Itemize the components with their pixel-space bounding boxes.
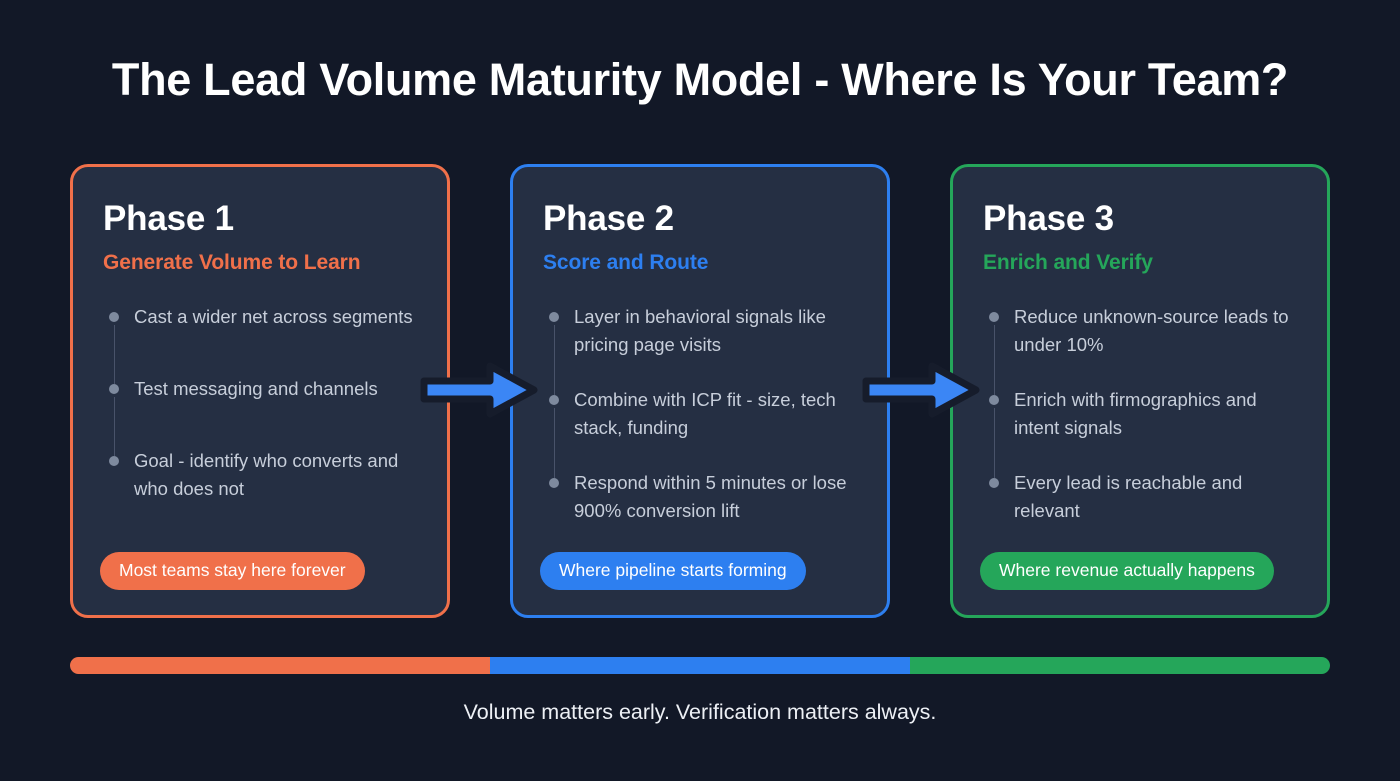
list-item: Respond within 5 minutes or lose 900% co… [543, 469, 857, 525]
list-item: Goal - identify who converts and who doe… [103, 447, 417, 503]
bullet-connector-line [113, 324, 115, 384]
footer-tagline: Volume matters early. Verification matte… [463, 700, 937, 724]
phase-1-status-badge: Most teams stay here forever [100, 552, 365, 590]
bullet-text: Every lead is reachable and relevant [1014, 471, 1243, 521]
bullet-dot-icon [989, 394, 999, 405]
phase-progress-bar [70, 657, 1330, 674]
phase-card-2: Phase 2 Score and Route Layer in behavio… [510, 164, 890, 618]
phase-2-name: Phase 2 [543, 199, 674, 238]
bullet-connector-line [553, 407, 555, 478]
phase-1-bullet-list: Cast a wider net across segments Test me… [103, 303, 417, 503]
bullet-dot-icon [549, 394, 559, 405]
phase-2-bullet-list: Layer in behavioral signals like pricing… [543, 303, 857, 525]
bullet-text: Test messaging and channels [134, 377, 378, 399]
bullet-text: Goal - identify who converts and who doe… [134, 449, 399, 499]
list-item: Reduce unknown-source leads to under 10% [983, 303, 1297, 395]
bullet-text: Layer in behavioral signals like pricing… [574, 305, 826, 355]
progress-segment-phase3 [910, 657, 1330, 674]
phase-3-subtitle: Enrich and Verify [983, 250, 1153, 274]
bullet-dot-icon [549, 311, 559, 322]
bullet-connector-line [553, 324, 555, 395]
list-item: Cast a wider net across segments [103, 303, 417, 384]
bullet-connector-line [993, 407, 995, 478]
bullet-connector-line [993, 324, 995, 395]
bullet-connector-line [113, 396, 115, 456]
bullet-text: Respond within 5 minutes or lose 900% co… [574, 471, 847, 521]
phase-3-bullet-list: Reduce unknown-source leads to under 10%… [983, 303, 1297, 525]
list-item: Enrich with firmographics and intent sig… [983, 386, 1297, 478]
arrow-right-icon [862, 362, 980, 418]
bullet-dot-icon [549, 477, 559, 488]
bullet-dot-icon [989, 311, 999, 322]
phase-card-3: Phase 3 Enrich and Verify Reduce unknown… [950, 164, 1330, 618]
arrow-right-icon [420, 362, 538, 418]
bullet-dot-icon [109, 455, 119, 466]
bullet-text: Enrich with firmographics and intent sig… [1014, 388, 1257, 438]
phase-cards-row: Phase 1 Generate Volume to Learn Cast a … [70, 164, 1330, 618]
phase-card-1: Phase 1 Generate Volume to Learn Cast a … [70, 164, 450, 618]
page-title: The Lead Volume Maturity Model - Where I… [111, 54, 1289, 105]
bullet-text: Cast a wider net across segments [134, 305, 413, 327]
progress-segment-phase1 [70, 657, 490, 674]
progress-segment-phase2 [489, 657, 911, 674]
phase-3-status-badge: Where revenue actually happens [980, 552, 1274, 590]
bullet-dot-icon [989, 477, 999, 488]
phase-2-subtitle: Score and Route [543, 250, 709, 274]
phase-3-name: Phase 3 [983, 199, 1114, 238]
phase-1-name: Phase 1 [103, 199, 234, 238]
bullet-text: Combine with ICP fit - size, tech stack,… [574, 388, 836, 438]
bullet-dot-icon [109, 311, 119, 322]
list-item: Combine with ICP fit - size, tech stack,… [543, 386, 857, 478]
list-item: Layer in behavioral signals like pricing… [543, 303, 857, 395]
bullet-dot-icon [109, 383, 119, 394]
phase-1-subtitle: Generate Volume to Learn [103, 250, 361, 274]
bullet-text: Reduce unknown-source leads to under 10% [1014, 305, 1289, 355]
list-item: Test messaging and channels [103, 375, 417, 456]
list-item: Every lead is reachable and relevant [983, 469, 1297, 525]
phase-2-status-badge: Where pipeline starts forming [540, 552, 806, 590]
